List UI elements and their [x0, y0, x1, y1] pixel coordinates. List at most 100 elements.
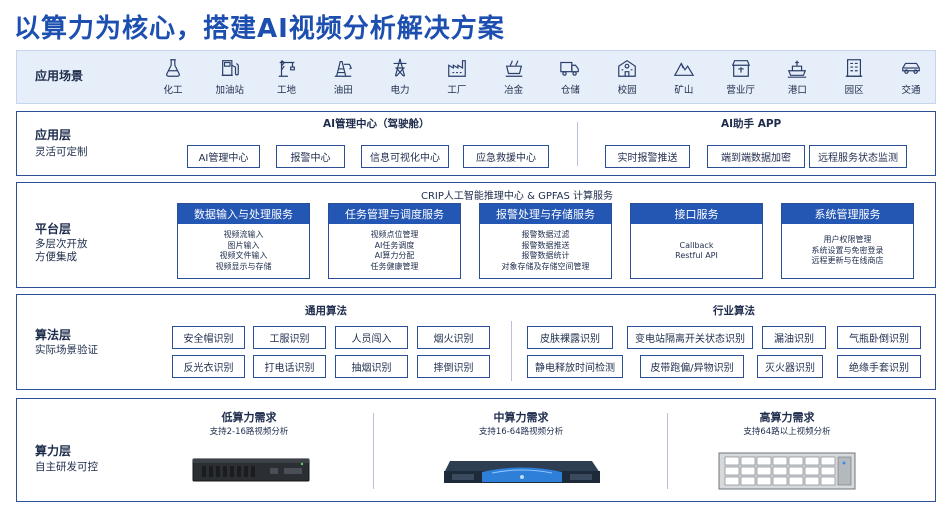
module-item: Restful API: [675, 251, 718, 260]
scenario-item-warehouse[interactable]: 仓储: [548, 55, 592, 101]
scenario-item-port[interactable]: 港口: [775, 55, 819, 101]
scenario-bar: 应用场景 化工 加油站 工地 油田 电力 工厂 冶金: [16, 50, 936, 104]
app-item[interactable]: 报警中心: [276, 145, 345, 168]
algorithm-item[interactable]: 工服识别: [253, 326, 326, 349]
layer-sub: 实际场景验证: [35, 344, 98, 356]
scenario-item-construction[interactable]: 工地: [265, 55, 309, 101]
algorithm-item[interactable]: 烟火识别: [417, 326, 490, 349]
general-algorithm-title: 通用算法: [305, 305, 347, 317]
scenario-item-park[interactable]: 园区: [832, 55, 876, 101]
algorithm-item[interactable]: 皮肤裸露识别: [527, 326, 613, 349]
layer-name: 算法层: [35, 328, 72, 342]
app-item[interactable]: 应急救援中心: [463, 145, 549, 168]
module-title: 系统管理服务: [782, 204, 913, 224]
scenario-item-chemical[interactable]: 化工: [151, 55, 195, 101]
module-item: 远程更新与在线商店: [811, 256, 884, 266]
scenario-label: 应用场景: [35, 69, 84, 83]
truck-icon: [560, 61, 580, 76]
layer-name: 平台层: [35, 222, 72, 236]
compute-tier-title: 中算力需求: [493, 411, 549, 424]
layer-sub: 灵活可定制: [35, 146, 88, 158]
layer-name: 应用层: [35, 128, 72, 142]
app-item[interactable]: 信息可视化中心: [361, 145, 449, 168]
divider: [667, 413, 668, 489]
scenario-item-traffic[interactable]: 交通: [889, 55, 933, 101]
scenario-item-metallurgy[interactable]: 冶金: [492, 55, 536, 101]
app-item[interactable]: AI管理中心: [187, 145, 260, 168]
module-title: 接口服务: [631, 204, 762, 224]
algorithm-item[interactable]: 漏油识别: [762, 326, 826, 349]
algorithm-item[interactable]: 安全帽识别: [172, 326, 245, 349]
platform-module-interface[interactable]: 接口服务 Callback Restful API: [630, 203, 763, 279]
compute-tier-desc: 支持16-64路视频分析: [478, 427, 564, 437]
platform-module-alarm-processing[interactable]: 报警处理与存储服务 报警数据过滤 报警数据推送 报警数据统计 对象存储及存储空间…: [479, 203, 612, 279]
compute-tier-desc: 支持64路以上视频分析: [743, 427, 831, 437]
low-compute-server-image: [192, 458, 310, 482]
module-item: 视频显示与存储: [215, 261, 272, 271]
crane-icon: [278, 60, 295, 77]
layer-sub: 多层次开放: [35, 238, 88, 250]
module-item: 报警数据统计: [521, 251, 570, 260]
module-item: 报警数据推送: [521, 240, 570, 250]
algorithm-item[interactable]: 皮带跑偏/异物识别: [640, 355, 744, 378]
layer-name: 算力层: [35, 444, 72, 458]
algorithm-item[interactable]: 人员闯入: [335, 326, 408, 349]
power-tower-icon: [393, 58, 407, 77]
algorithm-layer: 算法层 实际场景验证 通用算法 安全帽识别 工服识别 人员闯入 烟火识别 反光衣…: [16, 294, 936, 390]
layer-sub: 自主研发可控: [35, 461, 98, 473]
module-item: AI任务调度: [374, 240, 415, 250]
platform-module-task-management[interactable]: 任务管理与调度服务 视频点位管理 AI任务调度 AI算力分配 任务健康管理: [328, 203, 461, 279]
module-item: 视频流输入: [223, 230, 264, 239]
oil-derrick-icon: [335, 60, 353, 77]
algorithm-item[interactable]: 静电释放时间检测: [527, 355, 623, 378]
compute-tier-title: 低算力需求: [221, 411, 277, 424]
scenario-item-mine[interactable]: 矿山: [662, 55, 706, 101]
module-item: Callback: [679, 240, 714, 250]
divider: [577, 122, 578, 166]
algorithm-item[interactable]: 反光衣识别: [172, 355, 245, 378]
module-item: 系统设置与免密登录: [811, 245, 884, 255]
algorithm-item[interactable]: 气瓶卧倒识别: [837, 326, 921, 349]
school-icon: [618, 59, 636, 77]
layer-sub: 方便集成: [35, 251, 77, 263]
algorithm-item[interactable]: 绝缘手套识别: [837, 355, 921, 378]
factory-icon: [447, 60, 466, 77]
module-item: 视频点位管理: [370, 230, 419, 239]
scenario-item-gas-station[interactable]: 加油站: [208, 55, 252, 101]
flask-icon: [165, 59, 181, 77]
platform-module-system-management[interactable]: 系统管理服务 用户权限管理 系统设置与免密登录 远程更新与在线商店: [781, 203, 914, 279]
algorithm-item[interactable]: 摔倒识别: [417, 355, 490, 378]
algorithm-item[interactable]: 打电话识别: [253, 355, 326, 378]
shop-icon: [731, 60, 750, 77]
algorithm-item[interactable]: 灭火器识别: [757, 355, 823, 378]
scenario-item-power[interactable]: 电力: [378, 55, 422, 101]
scenario-item-oilfield[interactable]: 油田: [321, 55, 365, 101]
app-item[interactable]: 端到端数据加密: [707, 145, 805, 168]
application-layer: 应用层 灵活可定制 AI管理中心（驾驶舱） AI管理中心 报警中心 信息可视化中…: [16, 111, 936, 176]
module-title: 报警处理与存储服务: [480, 204, 611, 224]
mountain-icon: [673, 62, 695, 76]
compute-tier-desc: 支持2-16路视频分析: [209, 427, 289, 437]
app-item[interactable]: 远程服务状态监测: [809, 145, 907, 168]
module-item: 视频文件输入: [219, 251, 268, 260]
module-title: 数据输入与处理服务: [178, 204, 309, 224]
platform-module-data-input[interactable]: 数据输入与处理服务 视频流输入 图片输入 视频文件输入 视频显示与存储: [177, 203, 310, 279]
module-item: 对象存储及存储空间管理: [501, 261, 590, 271]
divider: [373, 413, 374, 489]
algorithm-item[interactable]: 抽烟识别: [335, 355, 408, 378]
module-item: 报警数据过滤: [521, 230, 570, 239]
algorithm-item[interactable]: 变电站隔离开关状态识别: [627, 326, 753, 349]
compute-tier-title: 高算力需求: [759, 411, 815, 424]
app-item[interactable]: 实时报警推送: [605, 145, 690, 168]
divider: [511, 321, 512, 381]
module-item: 任务健康管理: [370, 261, 419, 271]
platform-title: CRIP人工智能推理中心 & GPFAS 计算服务: [421, 191, 614, 202]
scenario-item-business-hall[interactable]: 营业厅: [719, 55, 763, 101]
ai-assistant-title: AI助手 APP: [721, 118, 782, 130]
high-compute-server-image: [718, 452, 856, 490]
page-title: 以算力为核心，搭建AI视频分析解决方案: [14, 14, 505, 44]
scenario-item-factory[interactable]: 工厂: [435, 55, 479, 101]
scenario-item-campus[interactable]: 校园: [605, 55, 649, 101]
fuel-pump-icon: [221, 60, 239, 76]
module-item: AI算力分配: [374, 251, 415, 260]
